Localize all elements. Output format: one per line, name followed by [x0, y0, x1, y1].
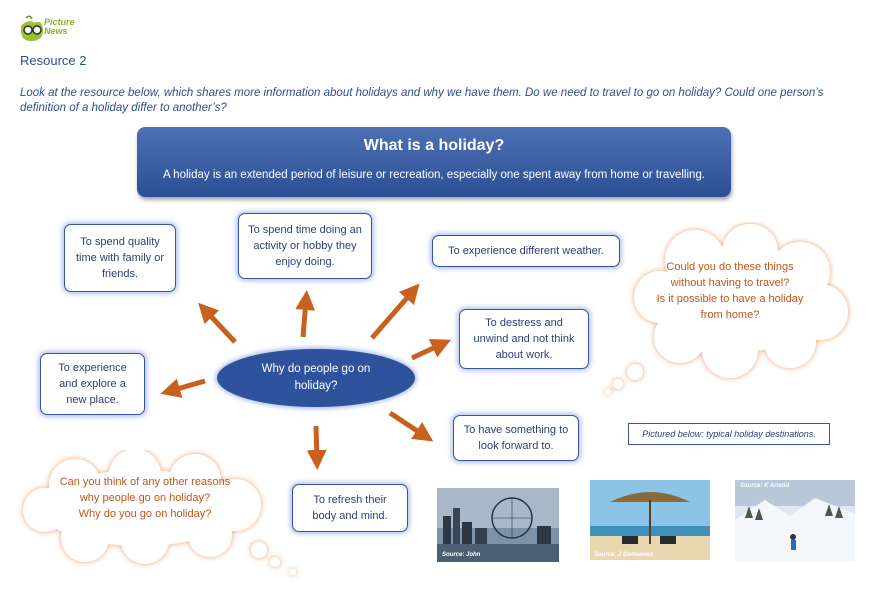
city-photo-icon: [437, 488, 559, 562]
city-photo-source: Source: John: [442, 552, 481, 558]
arrow-to-look-forward: [388, 410, 434, 442]
picture-news-logo-icon: [21, 15, 44, 42]
arrow-to-destress: [410, 339, 452, 361]
cloud-right-text: Could you do these things without having…: [656, 261, 804, 321]
reason-weather: To experience different weather.: [432, 235, 620, 267]
cloud-left-text: Can you think of any other reasons why p…: [59, 476, 231, 520]
central-question-ellipse: Why do people go on holiday?: [217, 349, 415, 407]
arrow-to-explore: [160, 378, 206, 398]
banner-title: What is a holiday?: [363, 137, 505, 154]
arrow-to-refresh: [306, 425, 327, 470]
reason-destress: To destress and unwind and not think abo…: [459, 309, 589, 369]
arrow-to-quality-time: [198, 302, 237, 344]
intro-text: Look at the resource below, which shares…: [20, 87, 824, 114]
reason-quality-time: To spend quality time with family or fri…: [64, 224, 176, 292]
reason-refresh: To refresh their body and mind.: [292, 484, 408, 532]
definition-banner: What is a holiday? A holiday is an exten…: [137, 127, 731, 197]
beach-photo-source: Source: J Gonsalves: [594, 552, 654, 558]
snow-photo-source: Source: K Arnold: [740, 483, 790, 489]
reason-explore: To experience and explore a new place.: [40, 353, 145, 415]
beach-photo-icon: [590, 480, 710, 560]
banner-subtitle: A holiday is an extended period of leisu…: [162, 169, 706, 181]
photos-caption: Pictured below: typical holiday destinat…: [628, 423, 830, 445]
thought-cloud-left-icon: [23, 450, 296, 575]
logo-text: Picture News: [44, 17, 75, 36]
reason-activity: To spend time doing an activity or hobby…: [238, 213, 372, 279]
thought-cloud-right-icon: [605, 224, 848, 395]
reason-look-forward: To have something to look forward to.: [453, 415, 579, 461]
snow-photo-icon: [735, 480, 855, 562]
arrow-to-activity: [295, 290, 316, 338]
arrow-to-weather: [370, 283, 420, 340]
resource-label: Resource 2: [20, 53, 87, 68]
